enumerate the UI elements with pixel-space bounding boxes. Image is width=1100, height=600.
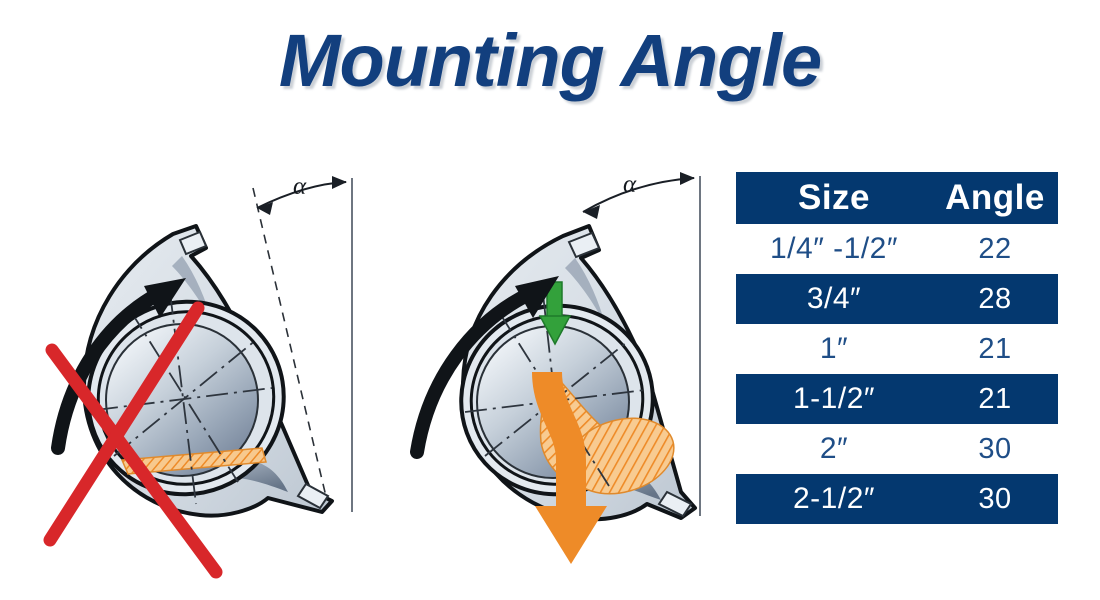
cell-size: 1-1/2″ <box>793 382 875 415</box>
cell-size: 2-1/2″ <box>793 482 875 515</box>
cell-angle: 28 <box>978 282 1012 315</box>
incorrect-mounting-svg: α <box>43 173 353 579</box>
tilt-reference-line-dashed <box>252 187 329 506</box>
orange-load-path-arrow <box>532 371 607 564</box>
column-header-size: Size <box>797 178 871 217</box>
top-mounting-ear <box>178 230 208 256</box>
page-title: Mounting Angle <box>278 19 822 102</box>
table-body: 1/4″ -1/2″ 22 3/4″ 28 1″ 21 1-1/2″ 21 2″… <box>736 224 1058 524</box>
table-header: Size Angle <box>736 172 1058 224</box>
cell-size: 1″ <box>819 332 849 365</box>
bottom-mounting-foot <box>657 490 693 518</box>
centerlines <box>95 291 273 505</box>
cell-size: 3/4″ <box>806 282 862 315</box>
angle-symbol-label: α <box>293 173 307 200</box>
cell-size: 1/4″ -1/2″ <box>770 232 898 265</box>
cell-angle: 21 <box>978 382 1012 415</box>
top-mounting-ear <box>567 231 601 259</box>
table-row: 1″ 21 <box>736 324 1058 374</box>
table-row: 2″ 30 <box>736 424 1058 474</box>
neck-shadow <box>172 256 212 322</box>
incorrect-marker-red-x <box>43 301 223 579</box>
correct-mounting-svg: α <box>410 171 701 564</box>
table-row: 1/4″ -1/2″ 22 <box>736 224 1058 274</box>
table-row: 1-1/2″ 21 <box>736 374 1058 424</box>
orange-arrow-head <box>535 506 607 564</box>
column-header-angle: Angle <box>945 178 1045 217</box>
cell-angle: 22 <box>978 232 1012 265</box>
diagram-correct-mounting: α <box>395 160 725 580</box>
rotation-arrow-black <box>410 276 559 459</box>
angle-dimension-alpha: α <box>256 173 347 215</box>
angle-dimension-alpha: α <box>582 171 695 219</box>
angle-symbol-label: α <box>623 171 637 198</box>
mounting-angle-table: Size Angle 1/4″ -1/2″ 22 3/4″ 28 1″ 21 1… <box>736 172 1058 524</box>
bottom-mounting-foot <box>296 482 330 510</box>
cell-angle: 21 <box>978 332 1012 365</box>
diagram-incorrect-mounting: α <box>10 160 380 580</box>
table-row: 3/4″ 28 <box>736 274 1058 324</box>
neck-shadow <box>565 258 605 324</box>
cell-angle: 30 <box>978 432 1012 465</box>
rotation-arrow-black <box>51 278 186 455</box>
table-header-row: Size Angle <box>736 172 1058 224</box>
cell-angle: 30 <box>978 482 1012 515</box>
load-zone-narrow <box>120 447 267 475</box>
cell-size: 2″ <box>819 432 849 465</box>
green-load-arrow-icon <box>538 281 572 346</box>
table-row: 2-1/2″ 30 <box>736 474 1058 524</box>
